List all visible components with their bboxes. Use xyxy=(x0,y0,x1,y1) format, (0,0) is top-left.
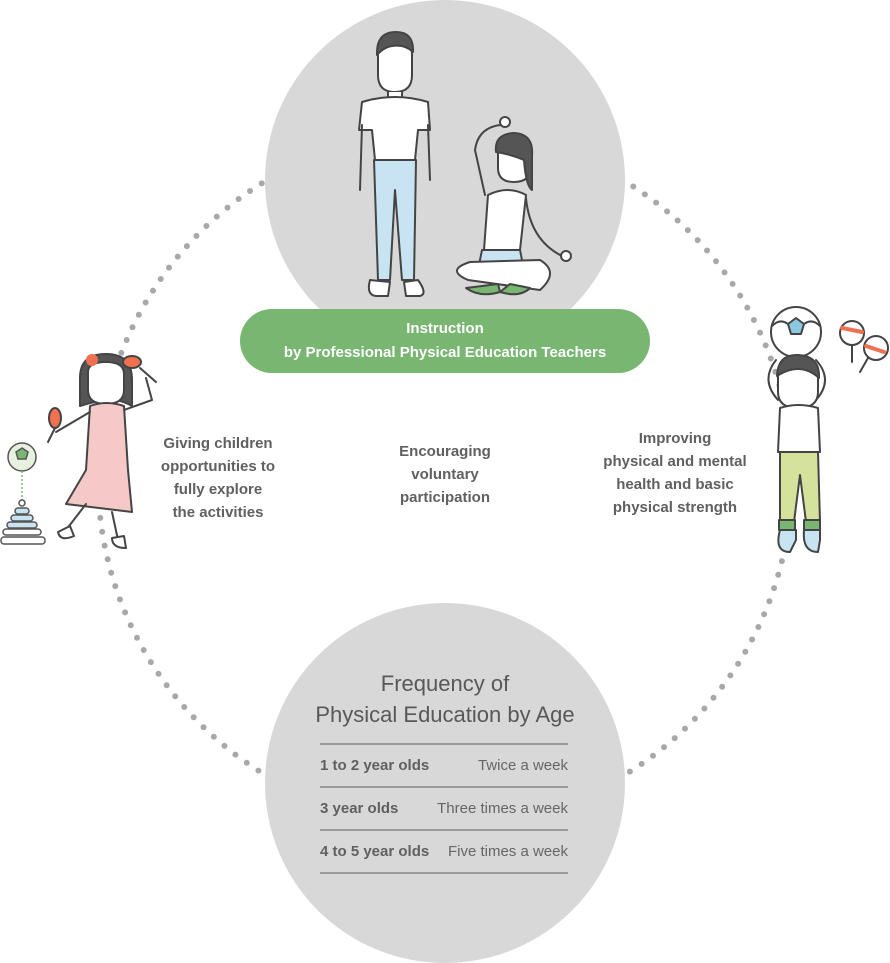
benefit-health: Improving physical and mental health and… xyxy=(603,430,747,516)
benefit-explore: Giving children opportunities to fully e… xyxy=(160,435,276,521)
instruction-banner: Instruction by Professional Physical Edu… xyxy=(240,309,650,373)
rate-label: Five times a week xyxy=(447,843,568,860)
teacher-stretching-illustration xyxy=(456,116,572,296)
ring-stacker-toy-icon xyxy=(0,442,46,545)
age-label: 1 to 2 year olds xyxy=(320,757,430,774)
table-row: 4 to 5 year olds Five times a week xyxy=(320,829,568,874)
girl-with-maracas-illustration xyxy=(47,353,157,549)
frequency-title: Frequency of Physical Education by Age xyxy=(315,671,575,727)
age-label: 4 to 5 year olds xyxy=(320,843,430,860)
maracas-icon xyxy=(839,320,889,373)
frequency-table: 1 to 2 year olds Twice a week 3 year old… xyxy=(320,743,568,874)
benefit-voluntary: Encouraging voluntary participation xyxy=(399,443,491,506)
rate-label: Three times a week xyxy=(437,800,568,817)
top-circle xyxy=(265,0,625,360)
table-row: 3 year olds Three times a week xyxy=(320,786,568,829)
age-label: 3 year olds xyxy=(320,800,399,817)
boy-holding-ball-illustration xyxy=(767,306,826,553)
rate-label: Twice a week xyxy=(477,757,568,774)
instruction-title: Instruction xyxy=(406,320,484,337)
teacher-standing-illustration xyxy=(358,31,431,297)
table-row: 1 to 2 year olds Twice a week xyxy=(320,743,568,786)
instruction-subtitle: by Professional Physical Education Teach… xyxy=(283,344,607,361)
